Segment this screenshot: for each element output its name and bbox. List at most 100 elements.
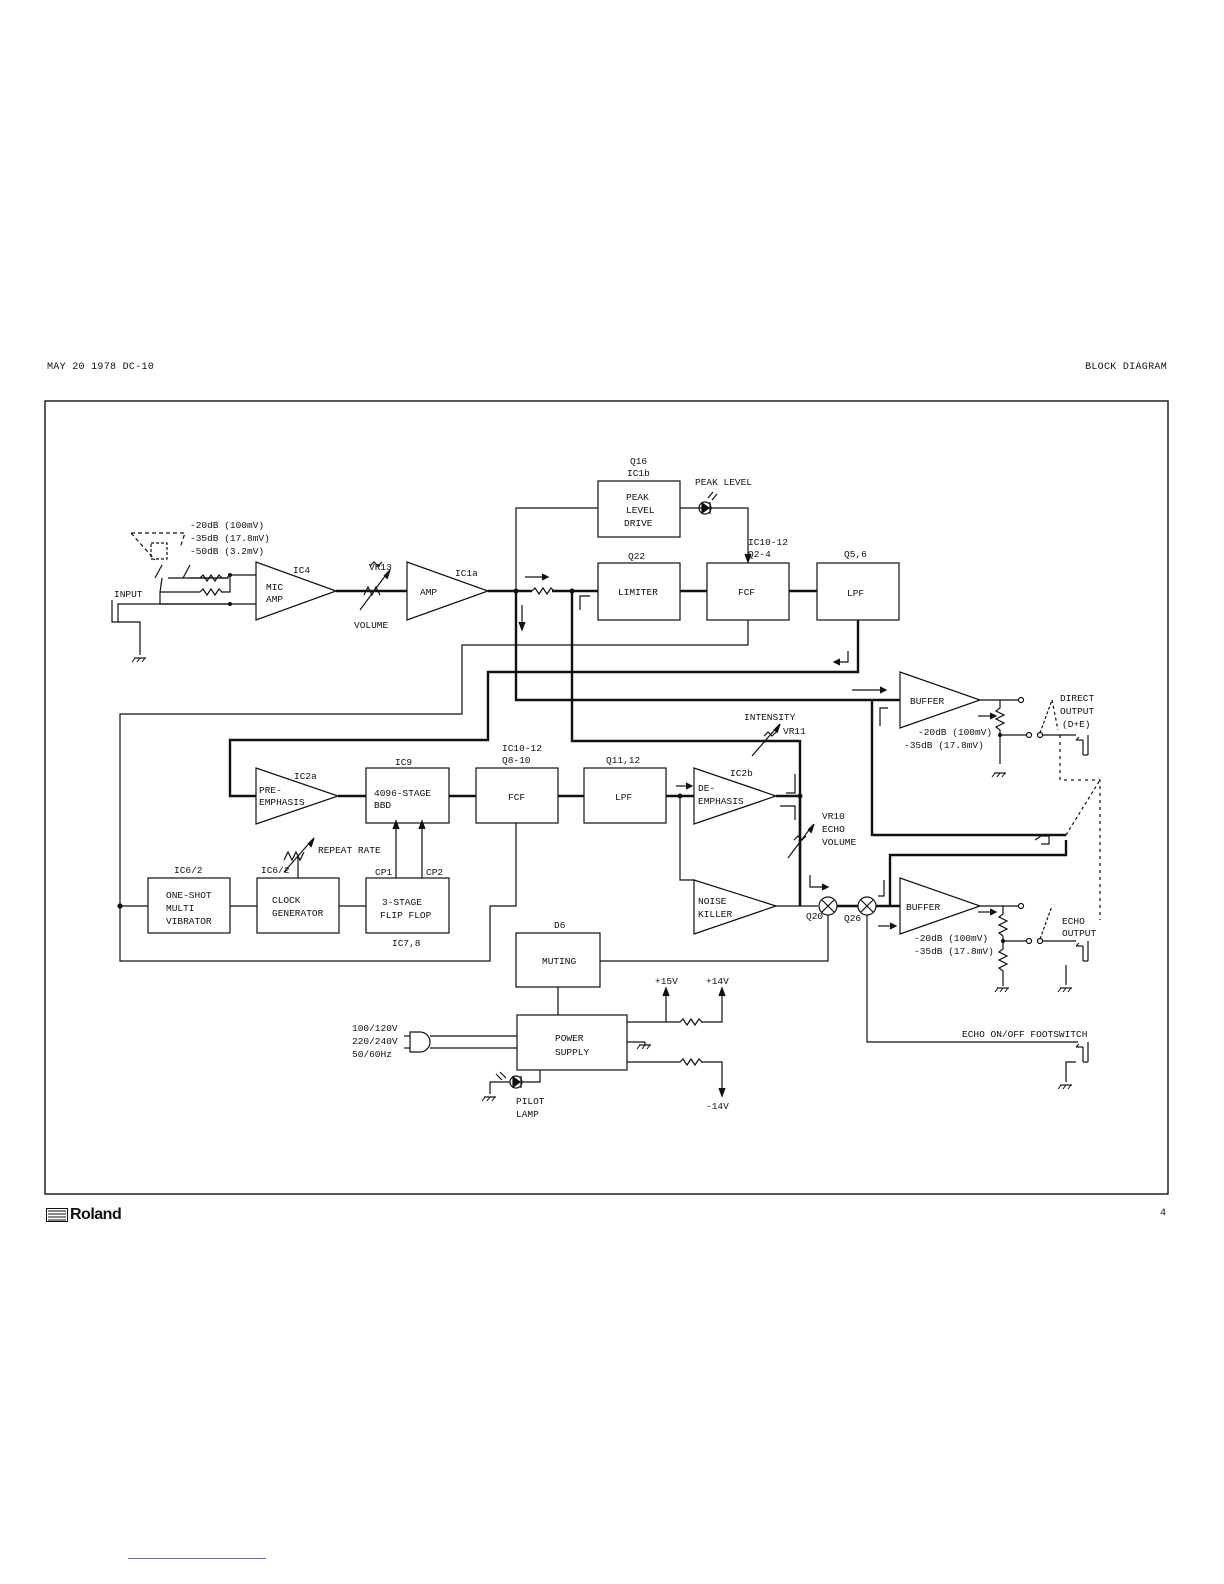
- label-nk2: KILLER: [698, 909, 733, 920]
- label-ic2a: IC2a: [294, 771, 317, 782]
- label-peak2: LEVEL: [626, 505, 655, 516]
- label-q11-12: Q11,12: [606, 755, 641, 766]
- page-number: 4: [1160, 1208, 1167, 1219]
- label-fcf-top: FCF: [738, 587, 755, 598]
- label-direct3: (D+E): [1062, 719, 1091, 730]
- pilot-lamp-icon: [495, 1071, 523, 1089]
- label-vr11: VR11: [783, 726, 806, 737]
- label-ic7-8: IC7,8: [392, 938, 421, 949]
- label-echo-lvl1: -20dB (100mV): [914, 933, 988, 944]
- label-limiter: LIMITER: [618, 587, 658, 598]
- label-echo-volume: VOLUME: [822, 837, 857, 848]
- label-q16: Q16: [630, 456, 647, 467]
- label-mains2: 220/240V: [352, 1036, 398, 1047]
- label-echo: ECHO: [822, 824, 845, 835]
- noise-killer-triangle: [693, 879, 778, 935]
- roland-r-icon: [46, 1208, 68, 1222]
- label-peak1: PEAK: [626, 492, 649, 503]
- buffer-direct-triangle: [899, 671, 982, 729]
- label-ic10-12b: IC10-12: [502, 743, 542, 754]
- label-os2: MULTI: [166, 903, 195, 914]
- label-amp: AMP: [420, 587, 437, 598]
- label-level-1: -20dB (100mV): [190, 520, 264, 531]
- label-level-2: -35dB (17.8mV): [190, 533, 270, 544]
- label-d6: D6: [554, 920, 566, 931]
- label-mic1: MIC: [266, 582, 283, 593]
- label-level-3: -50dB (3.2mV): [190, 546, 264, 557]
- label-direct1: DIRECT: [1060, 693, 1095, 704]
- label-ic10-12a: IC10-12: [748, 537, 788, 548]
- label-direct-lvl2: -35dB (17.8mV): [904, 740, 984, 751]
- label-footswitch: ECHO ON/OFF FOOTSWITCH: [962, 1029, 1087, 1040]
- roland-logo: Roland: [46, 1206, 122, 1224]
- label-q8-10: Q8-10: [502, 755, 531, 766]
- label-pre2: EMPHASIS: [259, 797, 305, 808]
- label-mains3: 50/60Hz: [352, 1049, 392, 1060]
- label-direct-lvl1: -20dB (100mV): [918, 727, 992, 738]
- label-muting: MUTING: [542, 956, 577, 967]
- label-echo-out1: ECHO: [1062, 916, 1085, 927]
- label-de2: EMPHASIS: [698, 796, 744, 807]
- label-bbd1: 4096-STAGE: [374, 788, 431, 799]
- label-ic6a: IC6/2: [174, 865, 203, 876]
- label-ic4: IC4: [293, 565, 310, 576]
- label-ic9: IC9: [395, 757, 412, 768]
- label-intensity: INTENSITY: [744, 712, 796, 723]
- label-de1: DE-: [698, 783, 715, 794]
- label-os1: ONE-SHOT: [166, 890, 212, 901]
- label-q26: Q26: [844, 913, 861, 924]
- label-volume: VOLUME: [354, 620, 389, 631]
- label-echo-out2: OUTPUT: [1062, 928, 1097, 939]
- label-cp2: CP2: [426, 867, 443, 878]
- pre-emphasis-triangle: [255, 767, 340, 825]
- label-ic1a: IC1a: [455, 568, 478, 579]
- label-direct2: OUTPUT: [1060, 706, 1095, 717]
- label-input: INPUT: [114, 589, 143, 600]
- label-repeat-rate: REPEAT RATE: [318, 845, 381, 856]
- label-lpf-bottom: LPF: [615, 792, 632, 803]
- label-q22: Q22: [628, 551, 645, 562]
- label-ic1b: IC1b: [627, 468, 650, 479]
- label-q2-4: Q2-4: [748, 549, 771, 560]
- bottom-rule: [128, 1558, 266, 1559]
- label-m14v: -14V: [706, 1101, 729, 1112]
- label-echo-lvl2: -35dB (17.8mV): [914, 946, 994, 957]
- brand-name: Roland: [70, 1206, 122, 1223]
- label-os3: VIBRATOR: [166, 916, 212, 927]
- label-ic2b: IC2b: [730, 768, 753, 779]
- label-p14v: +14V: [706, 976, 729, 987]
- label-pilot2: LAMP: [516, 1109, 539, 1120]
- label-nk1: NOISE: [698, 896, 727, 907]
- header-left: MAY 20 1978 DC-10: [47, 362, 155, 373]
- mains-plug-icon: [404, 1031, 517, 1053]
- label-ff2: FLIP FLOP: [380, 910, 432, 921]
- label-ps1: POWER: [555, 1033, 584, 1044]
- label-pilot1: PILOT: [516, 1096, 545, 1107]
- label-q5-6: Q5,6: [844, 549, 867, 560]
- label-peak-level: PEAK LEVEL: [695, 477, 752, 488]
- label-buffer-echo: BUFFER: [906, 902, 941, 913]
- label-fcf-bottom: FCF: [508, 792, 525, 803]
- peak-level-drive-block: [597, 480, 681, 538]
- mic-amp-triangle: [255, 561, 338, 621]
- label-buffer-direct: BUFFER: [910, 696, 945, 707]
- label-ic6b: IC6/2: [261, 865, 290, 876]
- buffer-echo-triangle: [899, 877, 982, 935]
- label-bbd2: BBD: [374, 800, 391, 811]
- label-mains1: 100/120V: [352, 1023, 398, 1034]
- label-cp1: CP1: [375, 867, 392, 878]
- label-ps2: SUPPLY: [555, 1047, 590, 1058]
- label-clk1: CLOCK: [272, 895, 301, 906]
- label-vr10: VR10: [822, 811, 845, 822]
- label-ff1: 3-STAGE: [382, 897, 422, 908]
- label-lpf-top: LPF: [847, 588, 864, 599]
- label-peak3: DRIVE: [624, 518, 653, 529]
- label-q20: Q20: [806, 911, 823, 922]
- label-pre1: PRE-: [259, 785, 282, 796]
- label-p15v: +15V: [655, 976, 678, 987]
- label-clk2: GENERATOR: [272, 908, 324, 919]
- label-mic2: AMP: [266, 594, 283, 605]
- header-right: BLOCK DIAGRAM: [1085, 362, 1167, 373]
- peak-led-icon: [680, 491, 718, 515]
